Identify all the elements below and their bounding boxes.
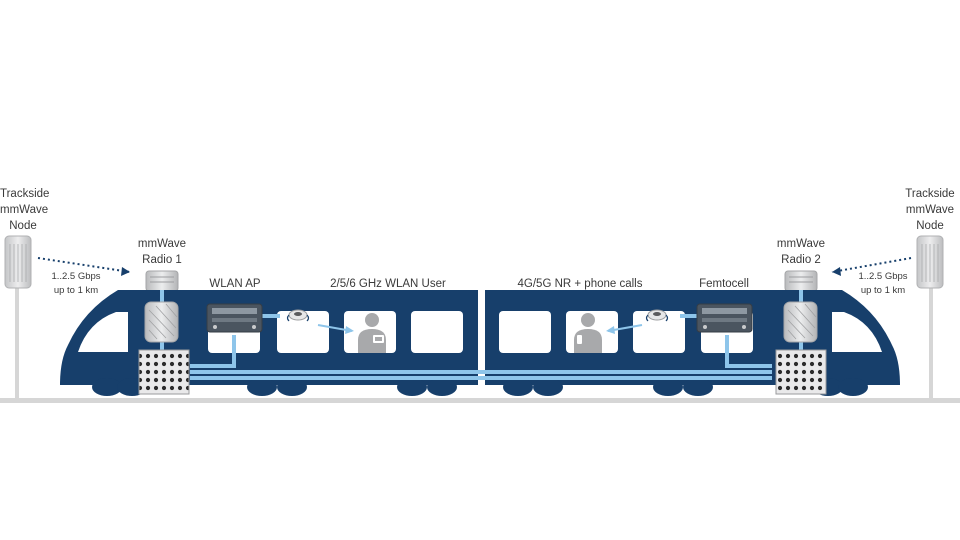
roof-radio-1-icon — [145, 270, 179, 292]
right-pole — [929, 282, 933, 399]
left-node-label-line-1: Trackside — [0, 188, 50, 200]
wlan-wireless-arrow — [317, 324, 354, 334]
left-pole — [15, 282, 19, 399]
left-node-range-value: up to 1 km — [53, 285, 99, 296]
left-node-speed-value: 1..2.5 Gbps — [51, 271, 101, 282]
right-wireless-link — [831, 257, 912, 276]
right-node-label: Trackside mmWave Node — [900, 186, 960, 234]
wlan-antenna-icon — [286, 309, 310, 322]
right-node-label-line-1: Trackside — [905, 188, 955, 200]
cellular-wireless-arrow — [606, 324, 643, 334]
right-node-range-value: up to 1 km — [860, 285, 906, 296]
ground-line — [0, 398, 960, 403]
cellular-user-label: 4G/5G NR + phone calls — [517, 278, 643, 290]
in-car-radio-1-icon — [144, 301, 179, 343]
femtocell-icon — [696, 303, 753, 333]
right-node-label-line-2: mmWave — [905, 204, 955, 216]
left-node-label-line-2: mmWave — [0, 204, 49, 216]
wlan-user-label: 2/5/6 GHz WLAN User — [330, 278, 446, 290]
wlan-ap-icon — [206, 303, 263, 333]
left-node-label: Trackside mmWave Node — [0, 186, 50, 234]
right-switch-icon — [775, 349, 827, 395]
radio-1-label-line-2: Radio 1 — [142, 254, 182, 266]
femtocell-label: Femtocell — [699, 278, 749, 290]
wlan-user-icon — [358, 313, 386, 353]
cellular-user-icon — [574, 313, 602, 353]
right-node-label-line-3: Node — [916, 220, 944, 232]
radio-2-label: mmWave Radio 2 — [761, 236, 841, 268]
right-windshield — [832, 312, 882, 352]
radio-1-label-line-1: mmWave — [137, 238, 187, 250]
roof-radio-2-icon — [784, 270, 818, 292]
right-node-speed: 1..2.5 Gbps up to 1 km — [843, 270, 923, 298]
left-windshield — [78, 312, 128, 352]
radio-2-label-line-2: Radio 2 — [781, 254, 821, 266]
in-car-radio-2-icon — [783, 301, 818, 343]
left-switch-icon — [138, 349, 190, 395]
left-node-label-line-3: Node — [9, 220, 37, 232]
left-wireless-link — [37, 257, 131, 276]
wlan-ap-label: WLAN AP — [209, 278, 261, 290]
left-trackside-node-icon — [4, 235, 32, 289]
right-trackside-node-icon — [916, 235, 944, 289]
radio-2-label-line-1: mmWave — [776, 238, 826, 250]
left-node-speed: 1..2.5 Gbps up to 1 km — [36, 270, 116, 298]
cellular-antenna-icon — [645, 309, 669, 322]
radio-1-label: mmWave Radio 1 — [122, 236, 202, 268]
right-node-speed-value: 1..2.5 Gbps — [858, 271, 908, 282]
